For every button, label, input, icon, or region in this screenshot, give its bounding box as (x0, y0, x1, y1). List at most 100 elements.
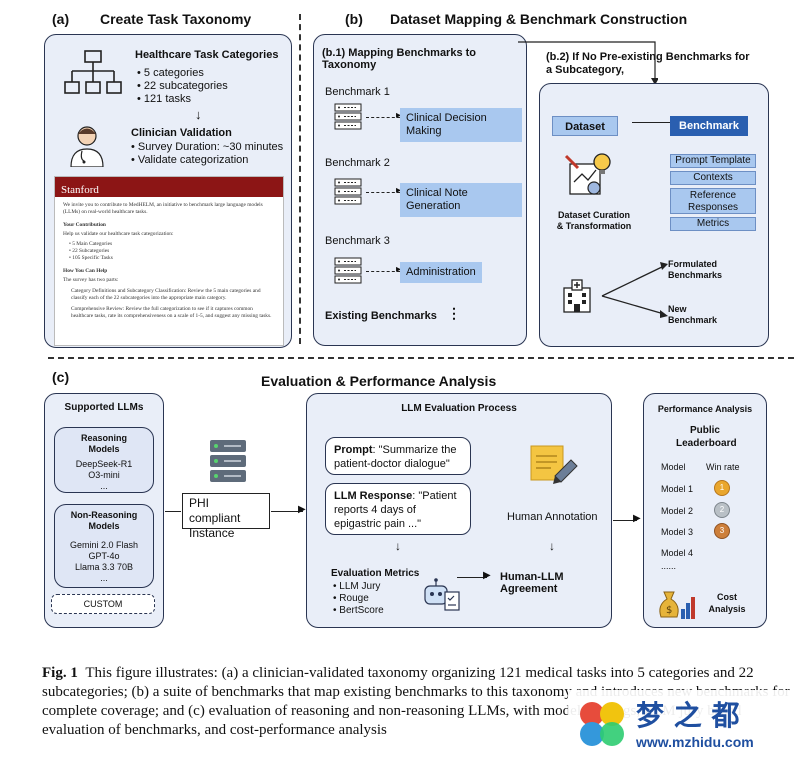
prompt-text: : "Summarize the patient-doctor dialogue… (334, 444, 457, 470)
custom-model-box: CUSTOM (51, 594, 155, 614)
survey-intro: We invite you to contribute to MedHELM, … (63, 202, 263, 215)
divider-horizontal (48, 357, 794, 359)
metrics-title: Evaluation Metrics (331, 568, 420, 579)
section-a-letter: (a) (52, 11, 70, 27)
categories-list: 5 categories 22 subcategories 121 tasks (137, 67, 228, 106)
human-annotation-label: Human Annotation (507, 511, 598, 523)
survey-step-2: Comprehensive Review: Review the full ca… (71, 306, 272, 319)
divider-vertical (299, 14, 301, 344)
caption-text: This figure illustrates: (a) a clinician… (42, 665, 790, 738)
section-b-letter: (b) (345, 11, 363, 27)
model-row: Model 4 (661, 548, 694, 558)
hospital-icon (563, 279, 591, 313)
reasoning-title: Reasoning Models (80, 433, 127, 454)
silver-medal-icon: 2 (714, 502, 730, 518)
arrow-line (165, 511, 181, 512)
arrowhead-icon: ▶ (633, 513, 641, 524)
money-bag-icon: $ (659, 591, 695, 619)
metric-item: BertScore (333, 605, 383, 617)
response-label: LLM Response (334, 490, 413, 502)
dashed-arrow (366, 271, 400, 272)
caption-label: Fig. 1 (42, 665, 78, 681)
section-c-letter: (c) (52, 369, 70, 385)
model-row: Model 1 (661, 484, 694, 494)
col-model-header: Model (661, 462, 686, 472)
b2-title-line2: a Subcategory, (546, 64, 625, 76)
survey-contribution-item: 22 Subcategories (69, 248, 275, 255)
b1-title: (b.1) Mapping Benchmarks to Taxonomy (322, 47, 477, 71)
eval-title: LLM Evaluation Process (401, 403, 517, 414)
survey-contribution-text: Help us validate our healthcare task cat… (63, 231, 174, 237)
arrow-right-icon: ▸ (396, 185, 402, 196)
benchmark-name: Benchmark 3 (325, 235, 390, 247)
arrowhead-icon: ▶ (298, 504, 306, 515)
taxonomy-target: Clinical Note Generation (400, 183, 522, 217)
nonreasoning-model: ... (100, 573, 108, 583)
arrow-line (457, 577, 487, 578)
survey-help-text: The survey has two parts: (63, 277, 119, 283)
robot-icon (424, 578, 460, 611)
col-winrate-header: Win rate (706, 462, 740, 472)
perf-title: Performance Analysis (657, 404, 753, 414)
benchmark-name: Benchmark 1 (325, 86, 390, 98)
validation-item: Validate categorization (131, 154, 283, 167)
nonreasoning-model: GPT-4o (88, 551, 120, 561)
arrow-right-icon: ▸ (396, 110, 402, 121)
nonreasoning-title: Non-Reasoning Models (70, 510, 138, 531)
survey-step-1: Category Definitions and Subcategory Cla… (71, 288, 261, 301)
server-icon (334, 257, 362, 284)
more-ellipsis: ⋮ (447, 305, 461, 321)
component-box: Reference Responses (670, 188, 756, 214)
medal-rank: 3 (719, 526, 725, 535)
nonreasoning-model: Gemini 2.0 Flash (69, 540, 139, 550)
category-item: 22 subcategories (137, 80, 228, 93)
panel-llm-evaluation: LLM Evaluation Process Prompt: "Summariz… (306, 393, 612, 628)
metric-item: Rouge (333, 593, 384, 605)
watermark-logo-icon (580, 702, 624, 746)
taxonomy-target: Administration (400, 262, 482, 283)
dataset-box: Dataset (552, 116, 618, 136)
connector-line (518, 41, 658, 85)
category-item: 5 categories (137, 67, 228, 80)
dashed-arrow (366, 117, 400, 118)
reasoning-model: DeepSeek-R1 (75, 459, 133, 469)
agreement-label: Human-LLM Agreement (500, 571, 564, 595)
doctor-icon (70, 126, 104, 167)
validation-list: Survey Duration: ~30 minutes Validate ca… (131, 141, 283, 167)
categories-heading: Healthcare Task Categories (135, 49, 279, 61)
arrow-right-icon (632, 122, 676, 123)
model-row: Model 3 (661, 527, 694, 537)
validation-heading: Clinician Validation (131, 127, 232, 139)
taxonomy-target: Clinical Decision Making (400, 108, 522, 142)
dataset-label: Dataset (565, 121, 605, 133)
survey-contribution-heading: Your Contribution (63, 222, 106, 228)
metric-item: LLM Jury (333, 581, 384, 593)
panel-performance-analysis: Performance Analysis Public Leaderboard … (643, 393, 767, 628)
response-bubble: LLM Response: "Patient reports 4 days of… (325, 483, 471, 535)
branch-arrows (601, 262, 668, 318)
panel-task-taxonomy: Healthcare Task Categories 5 categories … (44, 34, 292, 348)
panel-benchmark-construction: Dataset ▶ Benchmark Dataset Curation & T… (539, 83, 769, 347)
llms-title: Supported LLMs (64, 402, 144, 413)
gold-medal-icon: 1 (714, 480, 730, 496)
annotation-icon (530, 445, 578, 484)
cost-analysis-label: Cost Analysis (708, 592, 746, 614)
server-stack-icon (210, 440, 246, 482)
nonreasoning-model: Llama 3.3 70B (74, 562, 134, 572)
section-b-title: Dataset Mapping & Benchmark Construction (390, 11, 688, 27)
server-icon (334, 178, 362, 205)
section-c-title: Evaluation & Performance Analysis (261, 373, 497, 389)
watermark-url: www.mzhidu.com (636, 734, 754, 750)
curation-label: Dataset Curation & Transformation (556, 210, 632, 231)
prompt-bubble: Prompt: "Summarize the patient-doctor di… (325, 437, 471, 475)
arrow-right-icon: ▸ (396, 264, 402, 275)
benchmark-name: Benchmark 2 (325, 157, 390, 169)
curation-icon (564, 153, 611, 195)
existing-benchmarks-label: Existing Benchmarks (325, 310, 437, 322)
arrow-line (271, 511, 303, 512)
bronze-medal-icon: 3 (714, 523, 730, 539)
new-benchmark-label: New Benchmark (668, 304, 718, 325)
svg-text:$: $ (666, 605, 672, 616)
dashed-arrow (366, 192, 400, 193)
survey-contribution-item: 105 Specific Tasks (69, 255, 275, 262)
